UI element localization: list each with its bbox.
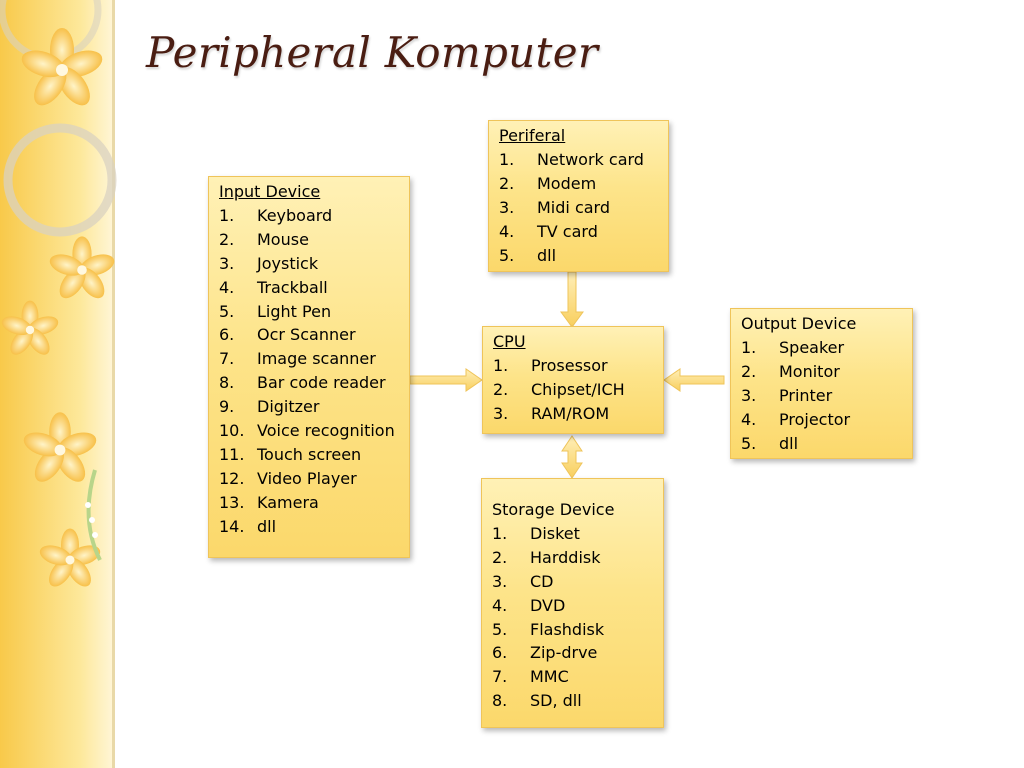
- list-item: 3.Midi card: [499, 197, 610, 217]
- list-item: 5.Light Pen: [219, 301, 332, 321]
- slide-title: Peripheral Komputer: [146, 28, 599, 77]
- floral-sidebar-decoration: [0, 0, 117, 768]
- list-item: 7.Image scanner: [219, 349, 376, 369]
- list-item: 2.Harddisk: [492, 547, 601, 567]
- periferal-title: Periferal: [499, 126, 566, 145]
- list-item: 7.MMC: [492, 667, 569, 687]
- list-item: 6.Ocr Scanner: [219, 325, 356, 345]
- output-device-title: Output Device: [741, 314, 857, 333]
- list-item: 1.Network card: [499, 149, 644, 169]
- cpu-list: 1.Prosessor 2.Chipset/ICH 3.RAM/ROM: [493, 354, 655, 426]
- list-item: 8.SD, dll: [492, 691, 582, 711]
- input-device-title: Input Device: [219, 182, 321, 201]
- list-item: 2.Chipset/ICH: [493, 379, 625, 399]
- list-item: 3.Joystick: [219, 253, 319, 273]
- list-item: 1.Keyboard: [219, 205, 333, 225]
- list-item: 11.Touch screen: [219, 444, 362, 464]
- list-item: 4.DVD: [492, 595, 566, 615]
- flower-icon: [1, 28, 115, 587]
- list-item: 1.Disket: [492, 523, 580, 543]
- cpu-title: CPU: [493, 332, 526, 351]
- list-item: 9.Digitzer: [219, 397, 320, 417]
- list-item: 8.Bar code reader: [219, 373, 386, 393]
- list-item: 6.Zip-drve: [492, 643, 598, 663]
- list-item: 14.dll: [219, 516, 277, 536]
- periferal-list: 1.Network card 2.Modem 3.Midi card 4.TV …: [499, 148, 660, 268]
- output-device-box: Output Device 1.Speaker 2.Monitor 3.Prin…: [730, 308, 913, 459]
- list-item: 5.Flashdisk: [492, 619, 605, 639]
- periferal-box: Periferal 1.Network card 2.Modem 3.Midi …: [488, 120, 669, 272]
- list-item: 3.RAM/ROM: [493, 403, 610, 423]
- arrow-left-icon: [663, 368, 725, 392]
- list-item: 4.Trackball: [219, 277, 328, 297]
- list-item: 5.dll: [741, 433, 799, 453]
- list-item: 10.Voice recognition: [219, 421, 395, 441]
- storage-device-box: Storage Device 1.Disket 2.Harddisk 3.CD …: [481, 478, 664, 728]
- list-item: 4.TV card: [499, 221, 598, 241]
- arrow-updown-icon: [561, 435, 583, 479]
- input-device-box: Input Device 1.Keyboard 2.Mouse 3.Joysti…: [208, 176, 410, 558]
- list-item: 2.Monitor: [741, 361, 840, 381]
- storage-device-list: 1.Disket 2.Harddisk 3.CD 4.DVD 5.Flashdi…: [492, 522, 655, 713]
- cpu-box: CPU 1.Prosessor 2.Chipset/ICH 3.RAM/ROM: [482, 326, 664, 434]
- list-item: 3.Printer: [741, 385, 833, 405]
- list-item: 13.Kamera: [219, 492, 319, 512]
- list-item: 12.Video Player: [219, 468, 357, 488]
- output-device-list: 1.Speaker 2.Monitor 3.Printer 4.Projecto…: [741, 336, 904, 456]
- list-item: 4.Projector: [741, 409, 851, 429]
- list-item: 3.CD: [492, 571, 554, 591]
- input-device-list: 1.Keyboard 2.Mouse 3.Joystick 4.Trackbal…: [219, 204, 401, 539]
- storage-device-title: Storage Device: [492, 500, 615, 519]
- list-item: 2.Modem: [499, 173, 597, 193]
- list-item: 1.Speaker: [741, 337, 845, 357]
- list-item: 5.dll: [499, 245, 557, 265]
- list-item: 2.Mouse: [219, 229, 309, 249]
- arrow-down-icon: [560, 271, 584, 328]
- arrow-right-icon: [409, 368, 483, 392]
- list-item: 1.Prosessor: [493, 355, 608, 375]
